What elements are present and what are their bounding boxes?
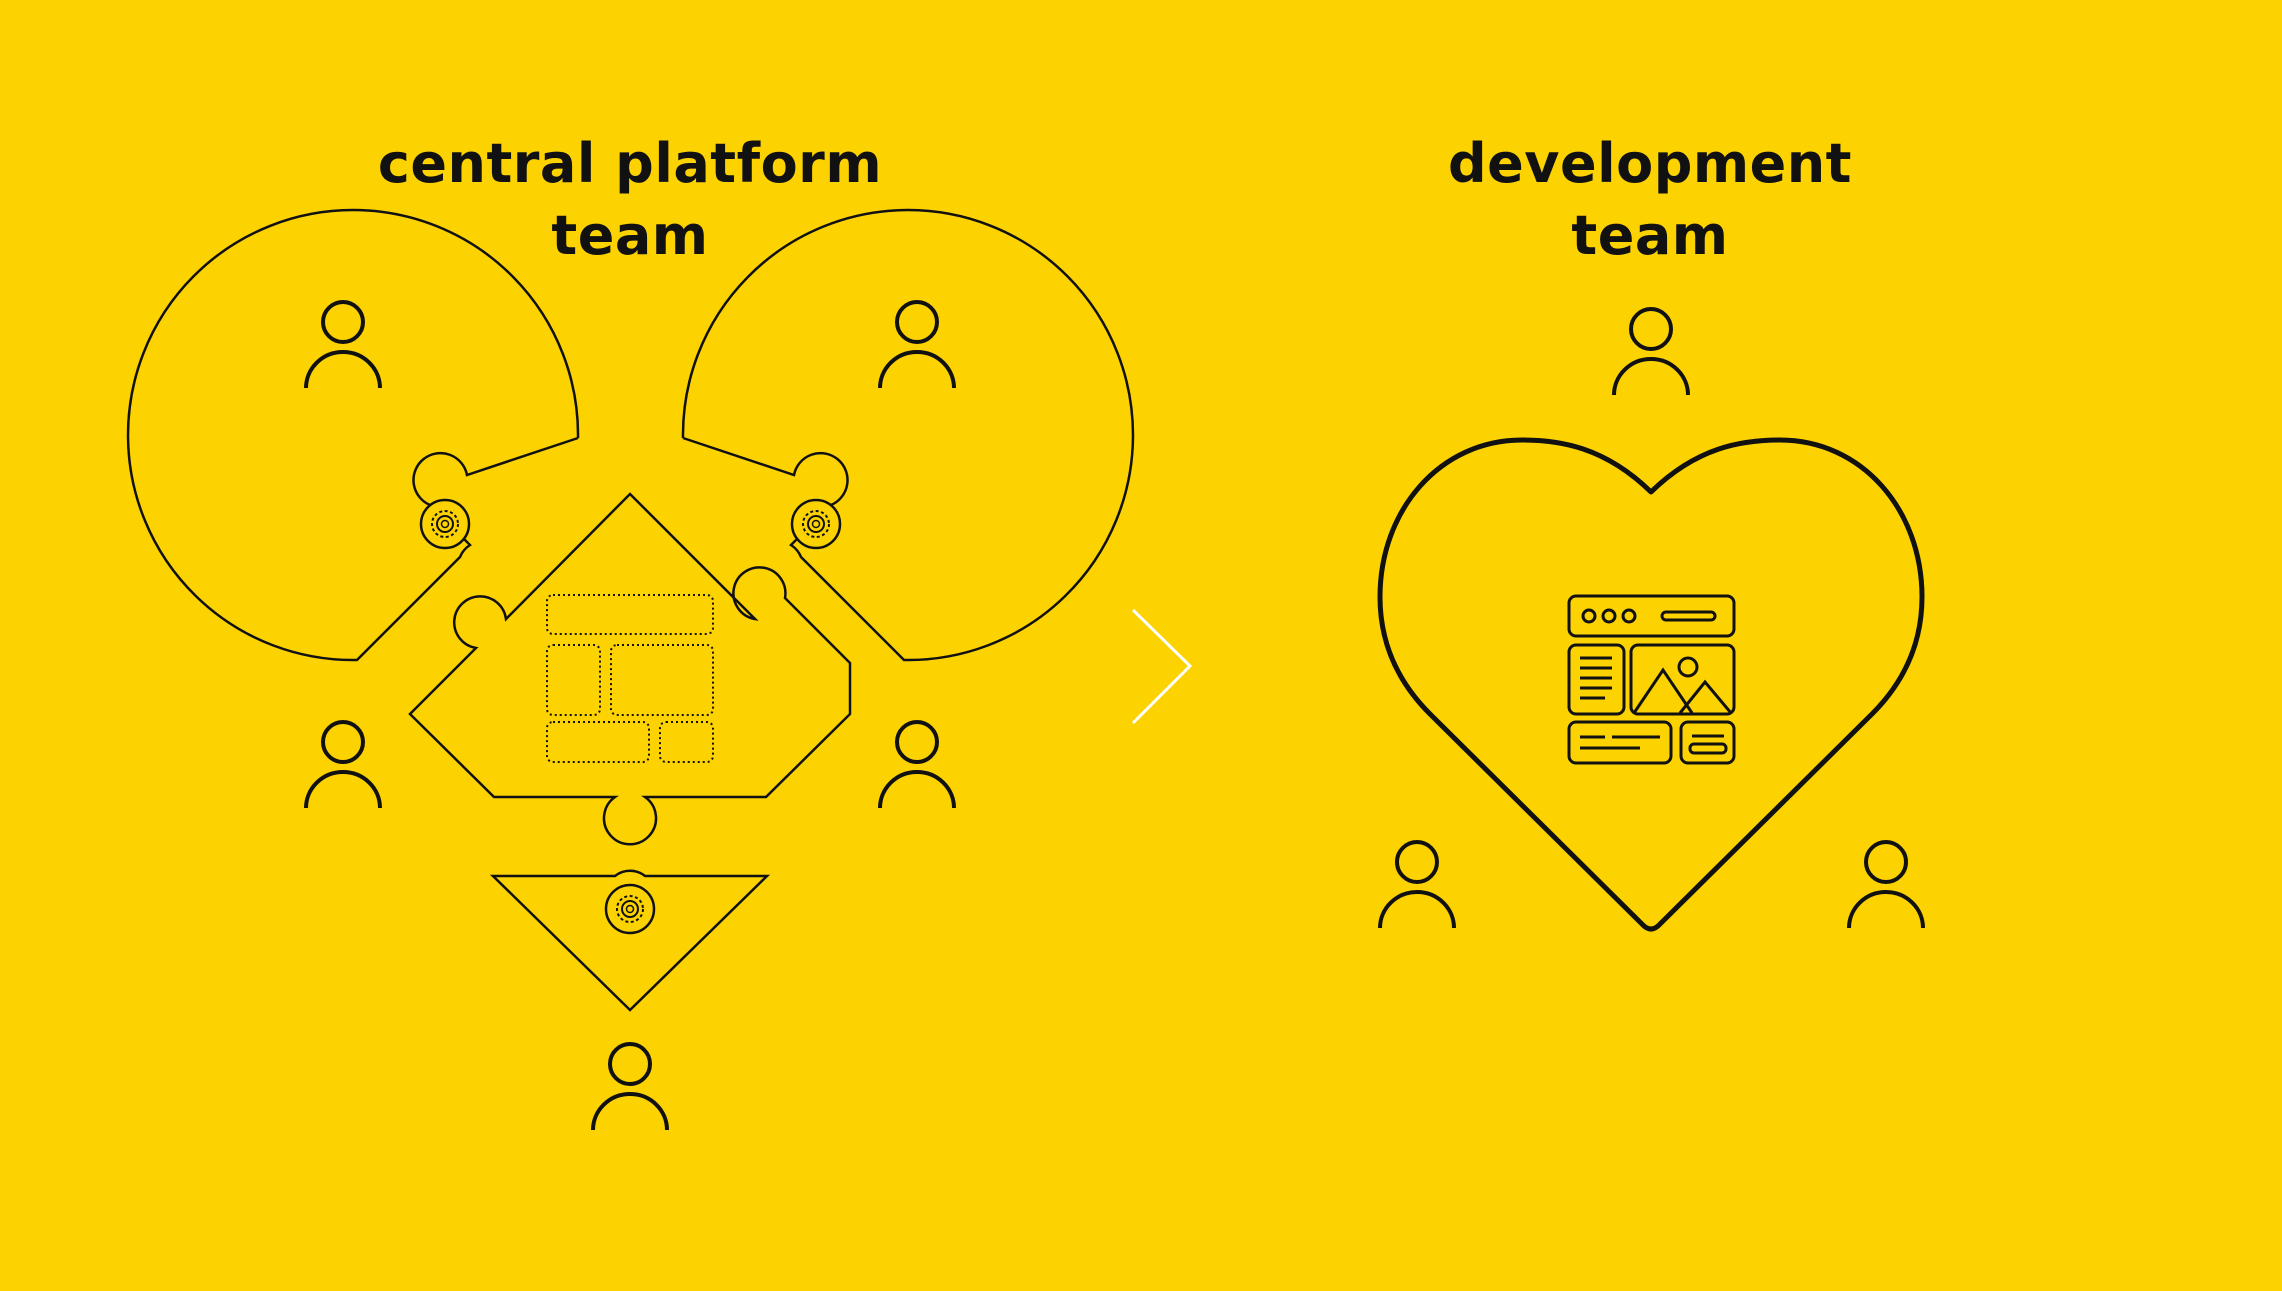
development-team-group: [1377, 307, 1925, 932]
person-icon: [591, 1042, 669, 1132]
person-icon: [1612, 307, 1690, 397]
title-line-1: central platform: [377, 132, 883, 195]
heart-icon: [1377, 437, 1925, 932]
person-icon: [1847, 840, 1925, 930]
chevron-right-icon: [1131, 608, 1193, 725]
puzzle-piece-icon: [408, 492, 852, 846]
gear-icon: [790, 498, 842, 550]
webpage-layout-icon: [1567, 594, 1736, 765]
title-line-2: team: [1571, 204, 1729, 267]
title-line-1: development: [1447, 132, 1852, 195]
puzzle-piece-icon: [681, 208, 1135, 662]
development-team-title: development team: [1300, 128, 2000, 272]
layout-placeholder-blocks: [546, 594, 714, 763]
title-line-2: team: [551, 204, 709, 267]
gear-icon: [604, 883, 656, 935]
gear-icon: [419, 498, 471, 550]
person-icon: [878, 300, 956, 390]
person-icon: [304, 300, 382, 390]
central-platform-team-group: [126, 208, 1135, 1132]
person-icon: [878, 720, 956, 810]
puzzle-piece-icon: [489, 869, 771, 1012]
person-icon: [1378, 840, 1456, 930]
puzzle-piece-icon: [126, 208, 580, 662]
central-platform-team-title: central platform team: [280, 128, 980, 272]
person-icon: [304, 720, 382, 810]
